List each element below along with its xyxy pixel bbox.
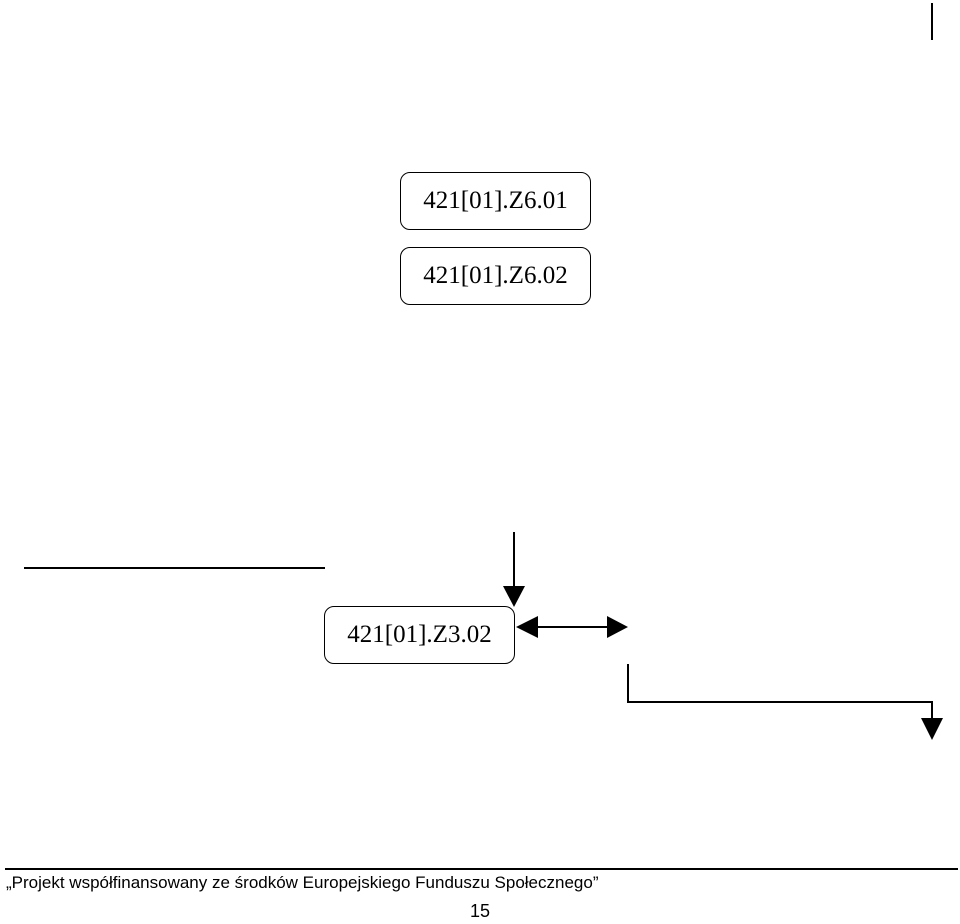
right-elbow-connector xyxy=(627,664,933,720)
footer-divider xyxy=(5,868,958,870)
node-box-z601: 421[01].Z6.01 xyxy=(400,172,591,230)
double-arrow-left-head xyxy=(516,616,538,638)
node-label-z302: 421[01].Z3.02 xyxy=(347,621,492,648)
double-arrow-right-head xyxy=(607,616,628,638)
down-arrow-head xyxy=(503,586,525,607)
page-number: 15 xyxy=(469,901,491,921)
right-elbow-arrow-head xyxy=(921,718,943,740)
footer-project-text: „Projekt współfinansowany ze środków Eur… xyxy=(6,873,599,892)
node-box-z602: 421[01].Z6.02 xyxy=(400,247,591,305)
node-label-z602: 421[01].Z6.02 xyxy=(423,262,568,289)
node-box-z302: 421[01].Z3.02 xyxy=(324,606,515,664)
node-label-z601: 421[01].Z6.01 xyxy=(423,187,568,214)
